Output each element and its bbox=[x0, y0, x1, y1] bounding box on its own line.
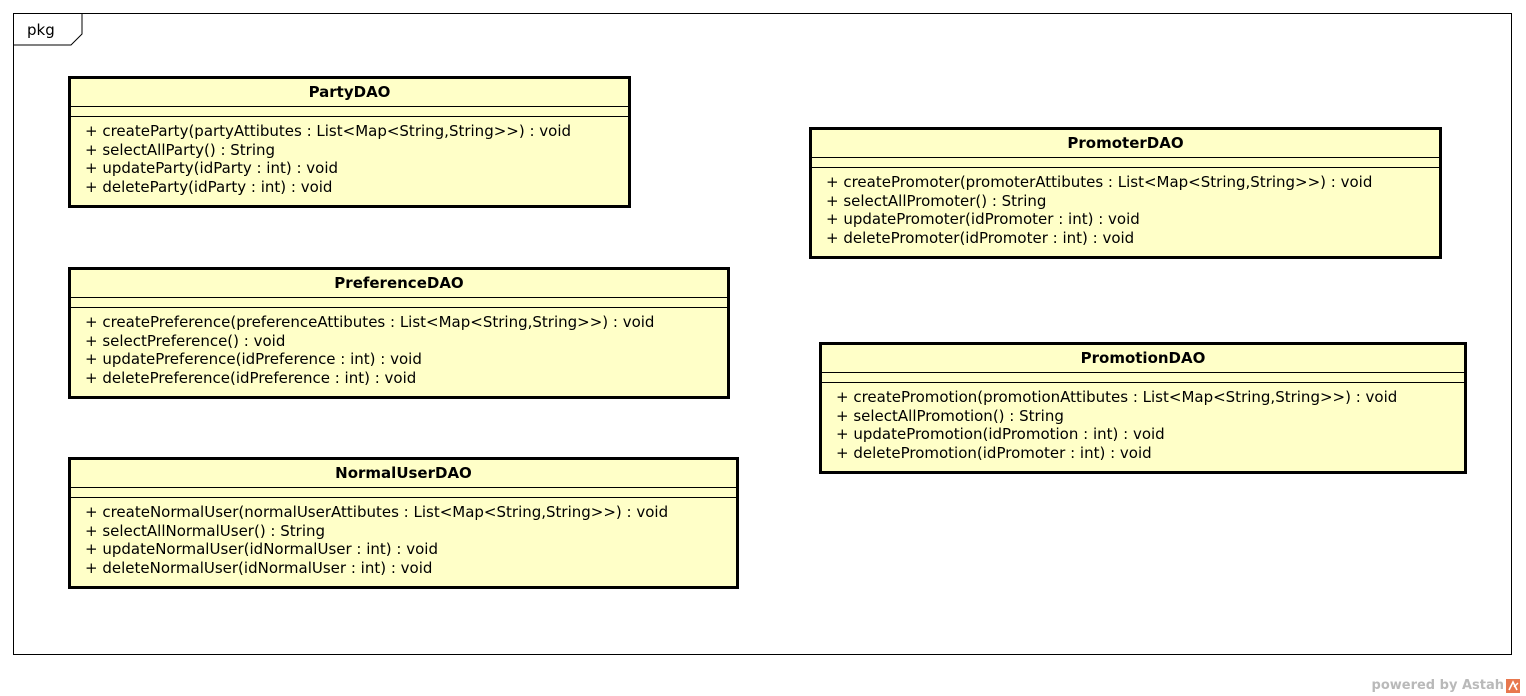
operation: + selectAllPromoter() : String bbox=[826, 191, 1047, 210]
operations-compartment: + createPreference(preferenceAttibutes :… bbox=[71, 308, 727, 387]
astah-logo-icon bbox=[1506, 678, 1520, 693]
operation: + updateParty(idParty : int) : void bbox=[85, 159, 339, 178]
astah-watermark: powered by Astah bbox=[1372, 678, 1520, 693]
operation: + createPreference(preferenceAttibutes :… bbox=[85, 313, 655, 331]
class-box-preferencedao[interactable]: PreferenceDAO + createPreference(prefere… bbox=[68, 267, 730, 399]
attributes-compartment bbox=[71, 298, 727, 308]
operation: + selectPreference() : void bbox=[85, 331, 286, 350]
operations-compartment: + createParty(partyAttibutes : List<Map<… bbox=[71, 117, 628, 196]
operations-compartment: + createPromotion(promotionAttibutes : L… bbox=[822, 383, 1464, 462]
operation: + deletePreference(idPreference : int) :… bbox=[85, 368, 417, 387]
class-box-partydao[interactable]: PartyDAO + createParty(partyAttibutes : … bbox=[68, 76, 631, 208]
class-name: PreferenceDAO bbox=[71, 270, 727, 298]
operation: + selectAllPromotion() : String bbox=[836, 406, 1064, 425]
watermark-text: powered by Astah bbox=[1371, 678, 1504, 693]
operation: + updatePromoter(idPromoter : int) : voi… bbox=[826, 210, 1140, 229]
package-tab: pkg bbox=[14, 14, 84, 46]
operation: + createPromotion(promotionAttibutes : L… bbox=[836, 388, 1398, 406]
package-frame: pkg bbox=[13, 13, 1512, 655]
class-name: PromotionDAO bbox=[822, 345, 1464, 373]
class-box-promotiondao[interactable]: PromotionDAO + createPromotion(promotion… bbox=[819, 342, 1467, 474]
operation: + deletePromoter(idPromoter : int) : voi… bbox=[826, 228, 1135, 247]
attributes-compartment bbox=[71, 107, 628, 117]
class-name: PartyDAO bbox=[71, 79, 628, 107]
operation: + updatePromotion(idPromotion : int) : v… bbox=[836, 425, 1165, 444]
operation: + updateNormalUser(idNormalUser : int) :… bbox=[85, 540, 438, 559]
class-name: NormalUserDAO bbox=[71, 460, 736, 488]
operation: + deletePromotion(idPromoter : int) : vo… bbox=[836, 443, 1152, 462]
attributes-compartment bbox=[71, 488, 736, 498]
attributes-compartment bbox=[822, 373, 1464, 383]
class-box-normaluserdao[interactable]: NormalUserDAO + createNormalUser(normalU… bbox=[68, 457, 739, 589]
operation: + createPromoter(promoterAttibutes : Lis… bbox=[826, 173, 1373, 191]
attributes-compartment bbox=[812, 158, 1439, 168]
operations-compartment: + createPromoter(promoterAttibutes : Lis… bbox=[812, 168, 1439, 247]
operation: + deleteNormalUser(idNormalUser : int) :… bbox=[85, 558, 433, 577]
operation: + updatePreference(idPreference : int) :… bbox=[85, 350, 422, 369]
operation: + createParty(partyAttibutes : List<Map<… bbox=[85, 122, 572, 140]
operations-compartment: + createNormalUser(normalUserAttibutes :… bbox=[71, 498, 736, 577]
class-box-promoterdao[interactable]: PromoterDAO + createPromoter(promoterAtt… bbox=[809, 127, 1442, 259]
package-label: pkg bbox=[27, 21, 55, 39]
class-name: PromoterDAO bbox=[812, 130, 1439, 158]
operation: + deleteParty(idParty : int) : void bbox=[85, 177, 333, 196]
operation: + selectAllParty() : String bbox=[85, 140, 276, 159]
operation: + selectAllNormalUser() : String bbox=[85, 521, 326, 540]
operation: + createNormalUser(normalUserAttibutes :… bbox=[85, 503, 669, 521]
